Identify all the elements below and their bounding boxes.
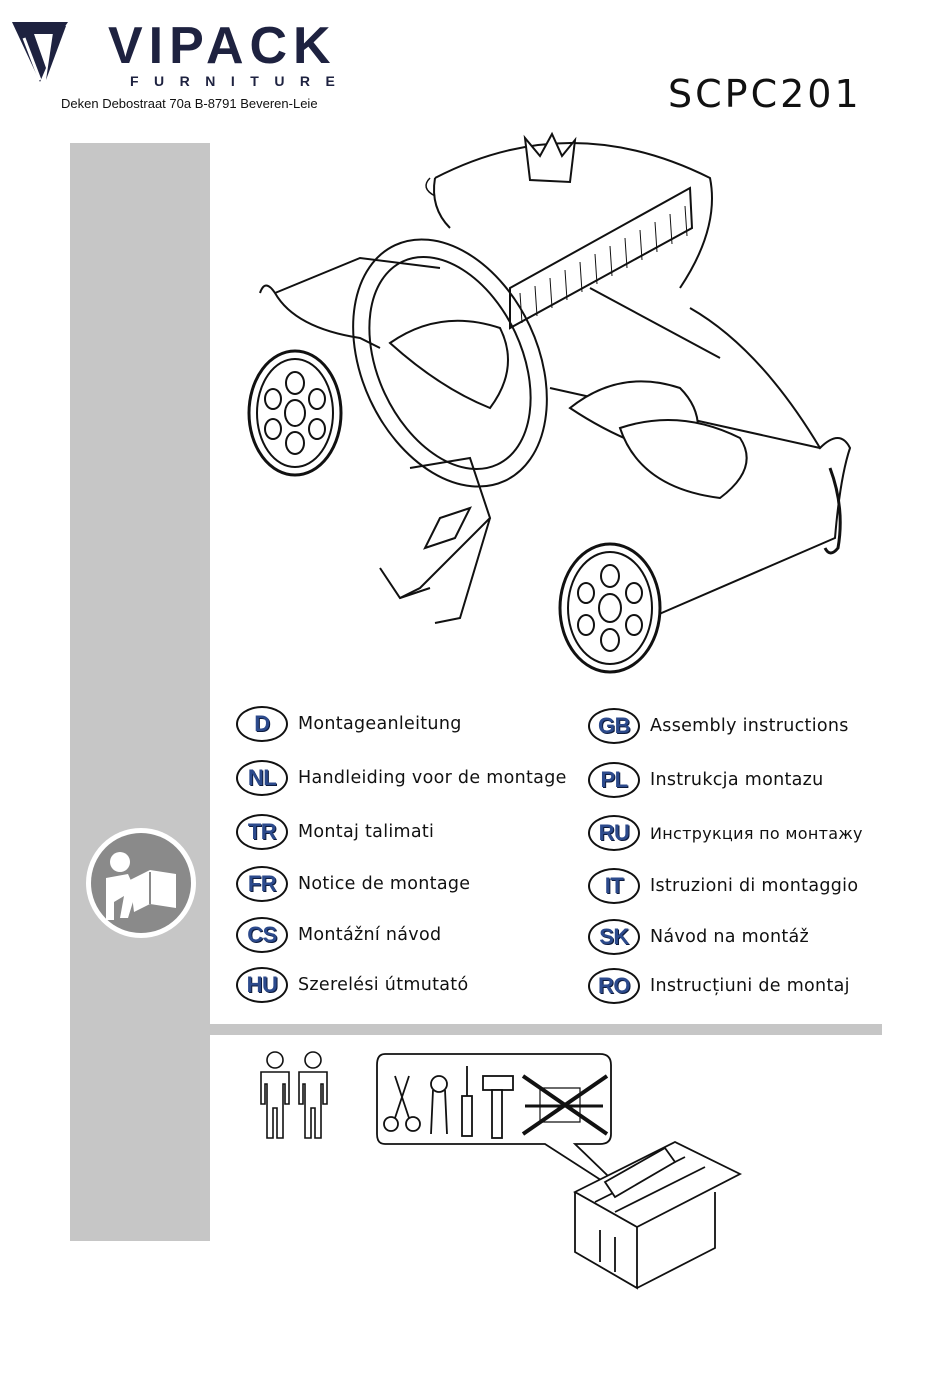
language-instruction-text: Assembly instructions [650,716,849,736]
language-instruction-text: Инструкция по монтажу [650,823,863,843]
brand-subtitle: FURNITURE [130,73,351,89]
language-code-badge: TR [236,814,288,850]
scissors-icon [383,1075,421,1132]
language-code-badge: RO [588,968,640,1004]
language-instruction-text: Návod na montáž [650,927,810,947]
language-item-fr: FR Notice de montage [236,864,470,904]
language-code-badge: SK [588,919,640,955]
language-item-sk: SK Návod na montáž [588,917,809,957]
language-code-badge: CS [236,917,288,953]
language-instruction-text: Instrukcja montazu [650,770,824,790]
language-item-nl: NL Handleiding voor de montage [236,758,567,798]
hammer-icon [482,1075,514,1139]
language-instruction-text: Montážní návod [298,925,442,945]
language-code-badge: PL [588,762,640,798]
language-instruction-text: Szerelési útmutató [298,975,469,995]
language-code-badge: GB [588,708,640,744]
language-instruction-text: Istruzioni di montaggio [650,876,859,896]
language-code-badge: IT [588,868,640,904]
language-code-badge: RU [588,815,640,851]
language-code-badge: D [236,706,288,742]
language-instruction-text: Handleiding voor de montage [298,768,567,788]
model-number: SCPC201 [668,72,862,116]
language-item-it: IT Istruzioni di montaggio [588,866,858,906]
screwdriver-icon [461,1066,473,1137]
language-code-badge: HU [236,967,288,1003]
side-bar-bottom [70,1035,210,1241]
language-code-badge: FR [236,866,288,902]
language-instruction-text: Montaj talimati [298,822,435,842]
no-drill-icon [521,1074,609,1136]
language-instruction-text: Instrucțiuni de montaj [650,976,850,996]
language-code-badge: NL [236,760,288,796]
language-item-pl: PL Instrukcja montazu [588,760,824,800]
language-item-hu: HU Szerelési útmutató [236,965,468,1005]
language-item-tr: TR Montaj talimati [236,812,434,852]
language-item-ro: RO Instrucțiuni de montaj [588,966,850,1006]
carriage-bed-illustration [247,131,852,674]
language-instruction-text: Notice de montage [298,874,471,894]
vipack-logo-icon [12,22,68,82]
language-item-ru: RU Инструкция по монтажу [588,813,863,853]
toolbox-icon [376,1053,743,1290]
language-item-cs: CS Montážní návod [236,915,441,955]
two-persons-icon [260,1051,328,1139]
read-manual-icon [86,828,196,938]
language-item-d: D Montageanleitung [236,704,462,744]
language-item-gb: GB Assembly instructions [588,706,849,746]
section-divider [70,1024,882,1035]
brand-name: VIPACK [108,17,337,75]
pincers-icon [430,1075,448,1135]
company-address: Deken Debostraat 70a B-8791 Beveren-Leie [61,96,318,111]
language-instruction-text: Montageanleitung [298,714,462,734]
